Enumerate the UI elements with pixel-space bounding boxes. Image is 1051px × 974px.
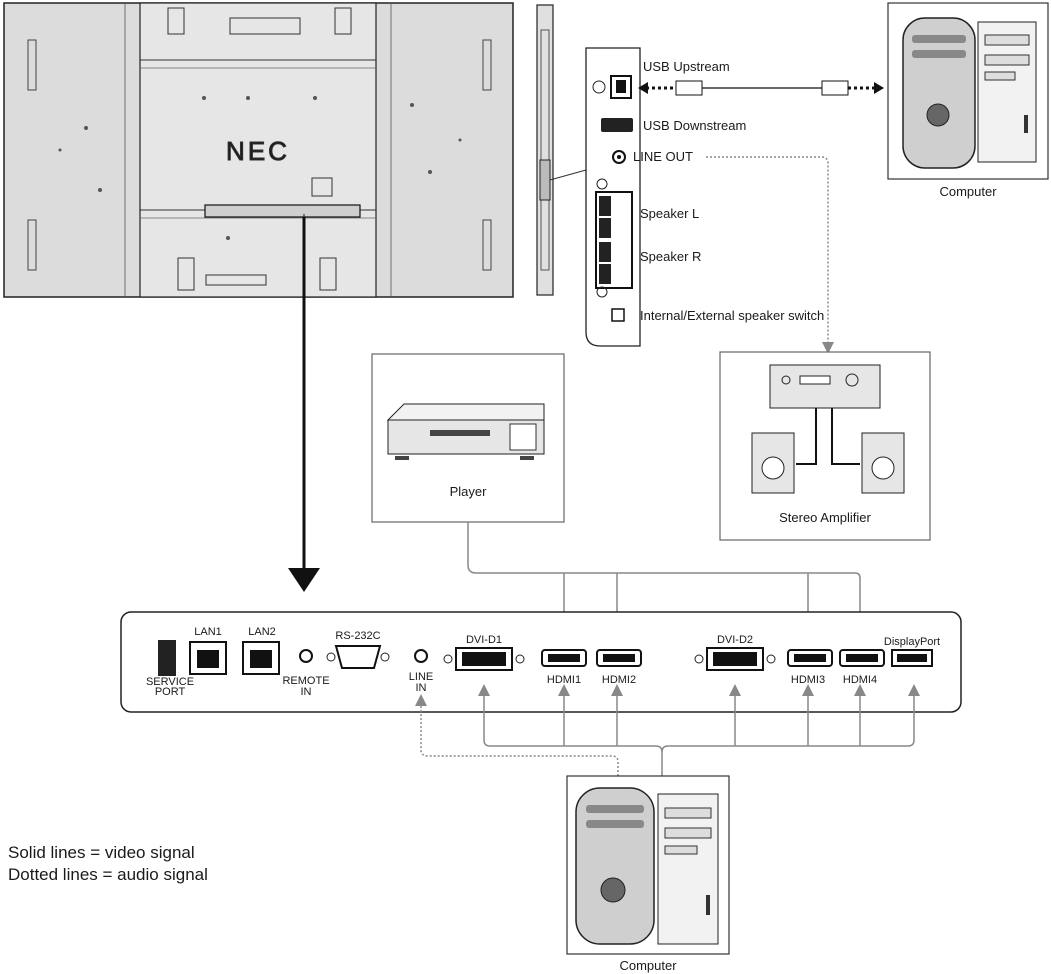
computer-top-label: Computer [939, 184, 997, 199]
hdmi1-label: HDMI1 [547, 674, 581, 686]
speaker-l-label: Speaker L [640, 206, 699, 221]
rs232c-label: RS-232C [335, 630, 380, 642]
computer-bottom-label: Computer [619, 958, 677, 973]
remote-in-label-line1: REMOTE [282, 675, 329, 687]
side-connector-panel: USB Upstream USB Downstream LINE OUT Spe… [549, 47, 824, 347]
stereo-amplifier: Stereo Amplifier [719, 351, 931, 541]
dvi-d1-label: DVI-D1 [466, 634, 502, 646]
hdmi2-label: HDMI2 [602, 674, 636, 686]
speaker-r-label: Speaker R [640, 249, 701, 264]
line-in-label-line1: LINE [409, 671, 433, 683]
player-label: Player [450, 484, 488, 499]
line-out-audio-line [706, 156, 829, 348]
monitor-side-view [536, 4, 554, 296]
computer-bottom: Computer [566, 775, 730, 973]
dvi-d2-label: DVI-D2 [717, 634, 753, 646]
nec-logo: NEC [226, 136, 290, 166]
rear-panel: LAN1 LAN2 RS-232C DVI-D1 DVI-D2 DisplayP… [120, 611, 962, 713]
displayport-label: DisplayPort [884, 636, 940, 648]
computer-video-lines [483, 690, 915, 776]
monitor-rear-view: NEC [3, 2, 514, 298]
line-in-audio-line [420, 700, 619, 776]
usb-downstream-label: USB Downstream [643, 118, 746, 133]
computer-top: Computer [887, 2, 1049, 199]
line-in-label-line2: IN [416, 682, 427, 694]
legend-dotted: Dotted lines = audio signal [8, 865, 208, 884]
remote-in-label-line2: IN [301, 686, 312, 698]
lan2-label: LAN2 [248, 626, 276, 638]
hdmi3-label: HDMI3 [791, 674, 825, 686]
service-port-label-line1: SERVICE [146, 676, 194, 688]
legend-solid: Solid lines = video signal [8, 843, 195, 862]
usb-upstream-label: USB Upstream [643, 59, 730, 74]
usb-cable [638, 80, 884, 96]
stereo-amplifier-label: Stereo Amplifier [779, 510, 871, 525]
lan1-label: LAN1 [194, 626, 222, 638]
line-out-label: LINE OUT [633, 149, 693, 164]
zoom-arrow [288, 214, 320, 592]
player: Player [371, 353, 565, 523]
service-port-label-line2: PORT [155, 686, 186, 698]
hdmi4-label: HDMI4 [843, 674, 877, 686]
speaker-switch-label: Internal/External speaker switch [640, 308, 824, 323]
